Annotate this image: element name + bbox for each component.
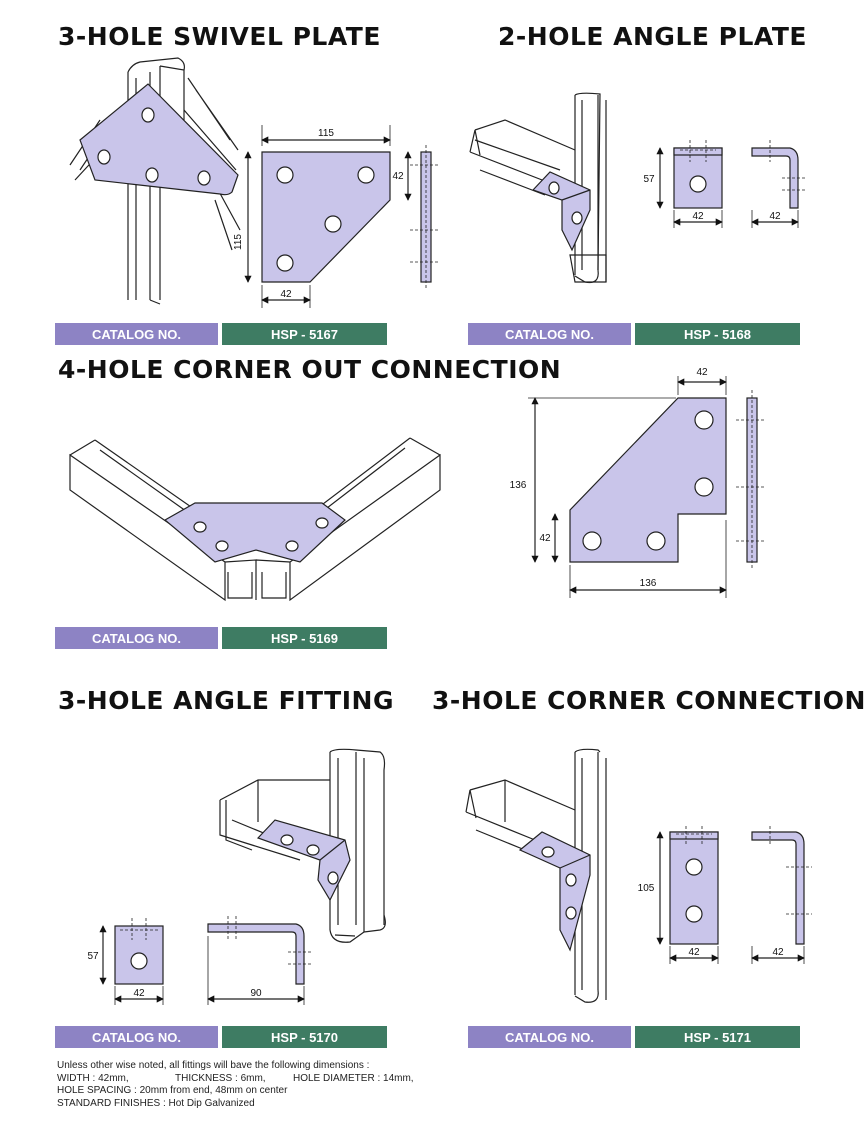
angle-fitting-flat xyxy=(99,916,312,1005)
dim-5167-bottom: 42 xyxy=(280,289,292,300)
dim-5170-height: 57 xyxy=(87,951,99,962)
title-5168: 2-HOLE ANGLE PLATE xyxy=(498,22,807,51)
dim-5171-side-width: 42 xyxy=(772,947,784,958)
catalog-number: HSP - 5168 xyxy=(635,323,800,345)
corner-connection-flat xyxy=(656,826,812,964)
notes-thickness: THICKNESS : 6mm, xyxy=(175,1072,266,1084)
dim-5169-height: 136 xyxy=(510,480,527,491)
notes-line2: WIDTH : 42mm, THICKNESS : 6mm, HOLE DIAMET… xyxy=(57,1073,414,1086)
title-5169: 4-HOLE CORNER OUT CONNECTION xyxy=(58,355,562,384)
dim-5167-side: 115 xyxy=(233,234,244,250)
dim-5169-small-height: 42 xyxy=(539,533,551,544)
catalog-bar-5167: CATALOG NO. HSP - 5167 xyxy=(55,323,387,345)
swivel-plate-flat xyxy=(244,125,440,308)
catalog-label: CATALOG NO. xyxy=(55,323,218,345)
catalog-label: CATALOG NO. xyxy=(468,1026,631,1048)
swivel-plate-iso xyxy=(69,57,241,305)
dim-5171-width: 42 xyxy=(688,947,700,958)
notes-hole-spacing: HOLE SPACING : 20mm from end, 48mm on ce… xyxy=(57,1085,288,1096)
angle-plate-iso xyxy=(469,92,607,284)
catalog-label: CATALOG NO. xyxy=(468,323,631,345)
catalog-bar-5168: CATALOG NO. HSP - 5168 xyxy=(468,323,800,345)
catalog-bar-5170: CATALOG NO. HSP - 5170 xyxy=(55,1026,387,1048)
catalog-label: CATALOG NO. xyxy=(55,627,218,649)
dim-5170-length: 90 xyxy=(250,988,262,999)
title-5170: 3-HOLE ANGLE FITTING xyxy=(58,686,394,715)
catalog-number: HSP - 5169 xyxy=(222,627,387,649)
catalog-bar-5171: CATALOG NO. HSP - 5171 xyxy=(468,1026,800,1048)
catalog-bar-5169: CATALOG NO. HSP - 5169 xyxy=(55,627,387,649)
corner-out-flat xyxy=(528,376,766,598)
angle-fitting-iso xyxy=(219,748,386,943)
dim-5168-height: 57 xyxy=(643,174,655,185)
dim-5167-top: 115 xyxy=(318,128,334,139)
notes-hole-diameter: HOLE DIAMETER : 14mm, xyxy=(293,1072,414,1084)
notes-width: WIDTH : 42mm, xyxy=(57,1072,129,1084)
dim-5169-top: 42 xyxy=(696,367,708,378)
catalog-label: CATALOG NO. xyxy=(55,1026,218,1048)
title-5167: 3-HOLE SWIVEL PLATE xyxy=(58,22,381,51)
dim-5168-side-width: 42 xyxy=(769,211,781,222)
catalog-number: HSP - 5167 xyxy=(222,323,387,345)
dim-5167-small-side: 42 xyxy=(392,171,404,182)
corner-out-iso xyxy=(69,437,441,602)
dim-5168-width: 42 xyxy=(692,211,704,222)
notes-line1: Unless other wise noted, all fittings wi… xyxy=(57,1060,370,1071)
catalog-number: HSP - 5171 xyxy=(635,1026,800,1048)
dim-5169-bottom: 136 xyxy=(640,578,657,589)
notes-finishes: STANDARD FINISHES : Hot Dip Galvanized xyxy=(57,1097,255,1109)
angle-plate-flat xyxy=(656,140,806,228)
corner-connection-iso xyxy=(465,748,607,1003)
dim-5170-width: 42 xyxy=(133,988,145,999)
dim-5171-height: 105 xyxy=(638,883,655,894)
catalog-number: HSP - 5170 xyxy=(222,1026,387,1048)
title-5171: 3-HOLE CORNER CONNECTION xyxy=(432,686,866,715)
dimension-notes: Unless other wise noted, all fittings wi… xyxy=(57,1060,414,1110)
